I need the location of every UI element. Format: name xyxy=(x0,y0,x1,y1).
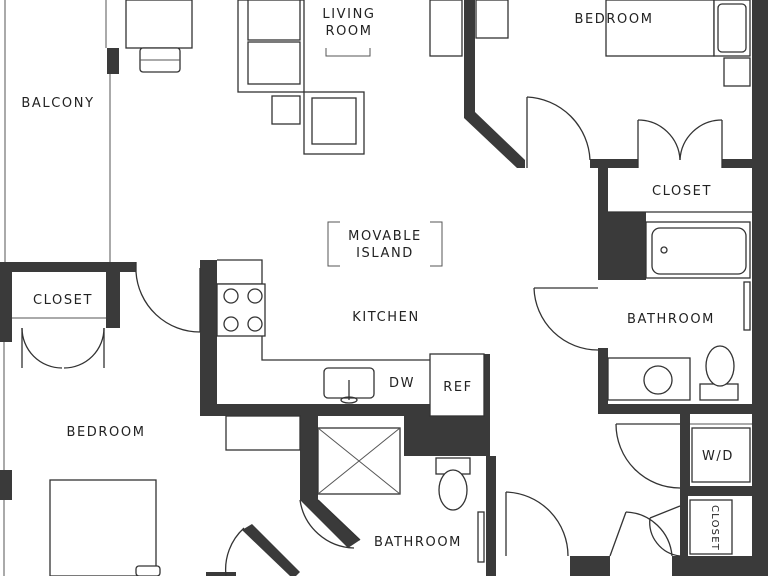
desk xyxy=(125,0,193,49)
wall-bedroom-south-left xyxy=(590,159,638,168)
tv-console xyxy=(429,0,463,57)
wall-core-west-bottom xyxy=(598,348,608,414)
bed-left xyxy=(49,479,157,576)
bathtub-inner xyxy=(651,227,747,275)
towel-bar-right xyxy=(743,281,751,331)
wall-closet-east xyxy=(106,272,120,328)
wall-bath-west xyxy=(300,416,318,500)
door-closet-small-swing xyxy=(649,517,681,557)
door-closet-swing-b xyxy=(679,119,723,161)
door-bath-right-swing xyxy=(533,287,599,351)
label-wd: W/D xyxy=(702,449,734,464)
desk-left xyxy=(225,415,301,451)
label-bedroom-top: BEDROOM xyxy=(574,12,653,27)
fixtures xyxy=(49,0,751,576)
wall-balcony-post xyxy=(107,48,119,74)
label-kitchen: KITCHEN xyxy=(352,310,420,325)
living-room-tag xyxy=(325,48,371,57)
door-closet-swing-a xyxy=(637,119,681,161)
range xyxy=(216,283,266,337)
room-labels: LIVING ROOM BEDROOM BALCONY CLOSET MOVAB… xyxy=(21,7,734,551)
toilet-bowl-right xyxy=(705,345,735,387)
nightstand-left xyxy=(475,0,509,39)
towel-bar-bottom xyxy=(477,511,485,563)
wall-bedroom-south-right xyxy=(722,159,754,168)
burner-1 xyxy=(223,288,239,304)
sofa-cushion-top xyxy=(247,0,301,41)
door-bedroom-top-swing xyxy=(526,96,591,161)
wall-bottom-left xyxy=(206,572,236,576)
door-closet-left-swing-a xyxy=(21,327,63,369)
bed-top xyxy=(605,0,715,57)
bed-left-pillow xyxy=(135,565,161,576)
wall-bath-diagonal xyxy=(300,500,360,548)
door-bottom-right-swing xyxy=(625,511,673,557)
door-closet-left-swing-b xyxy=(63,327,105,369)
bathtub-drain xyxy=(660,246,668,254)
door-entry-swing xyxy=(224,527,245,576)
wall-west-mid xyxy=(0,470,12,500)
vanity-right xyxy=(607,357,691,401)
wall-wd-south xyxy=(680,486,752,496)
burner-3 xyxy=(223,316,239,332)
label-closet-small: CLOSET xyxy=(709,505,720,551)
closet-small-box xyxy=(689,499,733,555)
wall-closet-small-west xyxy=(680,496,688,556)
door-bath-bottom-swing xyxy=(299,499,355,549)
doors xyxy=(21,96,723,576)
wall-west-top xyxy=(0,272,12,342)
wall-east xyxy=(752,0,768,576)
label-living-room-line2: ROOM xyxy=(325,24,372,39)
sink-faucet-base xyxy=(340,396,358,404)
burner-4 xyxy=(247,316,263,332)
label-living-room-line1: LIVING xyxy=(322,7,375,22)
sofa-cushion-bottom xyxy=(247,41,301,85)
label-movable-island-line1: MOVABLE xyxy=(348,229,422,244)
toilet-bowl-bottom xyxy=(438,469,468,511)
sink-right xyxy=(643,365,673,395)
wall-bath-block xyxy=(598,212,646,280)
armchair-seat xyxy=(311,97,357,145)
label-dw: DW xyxy=(389,376,415,391)
wall-diagonal xyxy=(464,112,525,168)
nightstand-right xyxy=(723,57,751,87)
wall-balcony-south xyxy=(0,262,136,272)
label-bathroom-bottom: BATHROOM xyxy=(374,535,462,550)
label-closet-left: CLOSET xyxy=(33,293,93,308)
door-bottom-right-leaf xyxy=(609,511,627,557)
wall-bath-north-block xyxy=(404,416,490,456)
label-ref: REF xyxy=(443,380,473,395)
door-bottom-mid-swing xyxy=(505,491,569,557)
island-bracket-right xyxy=(430,221,443,267)
wall-bath-east xyxy=(486,456,496,576)
door-wd-swing xyxy=(615,423,681,489)
wall-kitchen-west xyxy=(200,260,217,412)
wall-bottom-mid xyxy=(570,556,610,576)
burner-2 xyxy=(247,288,263,304)
wall-bedroom-west xyxy=(464,0,475,118)
door-bath-bottom-leaf xyxy=(317,499,361,541)
label-movable-island-line2: ISLAND xyxy=(356,246,414,261)
wall-entry-diagonal xyxy=(242,524,300,576)
door-closet-small-leaf xyxy=(649,505,681,519)
label-closet-top: CLOSET xyxy=(652,184,712,199)
side-table xyxy=(271,95,301,125)
wall-wd-west xyxy=(680,414,690,494)
shower-diagonal-b xyxy=(317,427,401,495)
island-bracket-left xyxy=(327,221,340,267)
dresser-top xyxy=(717,3,747,53)
refrigerator xyxy=(429,353,485,417)
washer-dryer xyxy=(691,427,751,483)
label-bathroom-right: BATHROOM xyxy=(627,312,715,327)
wall-kitchen-south xyxy=(200,404,430,416)
label-balcony: BALCONY xyxy=(21,96,94,111)
wall-bath-south xyxy=(598,404,752,414)
wall-bottom-right xyxy=(672,556,752,576)
door-bedroom-left-swing xyxy=(135,271,201,333)
label-bedroom-left: BEDROOM xyxy=(66,425,145,440)
